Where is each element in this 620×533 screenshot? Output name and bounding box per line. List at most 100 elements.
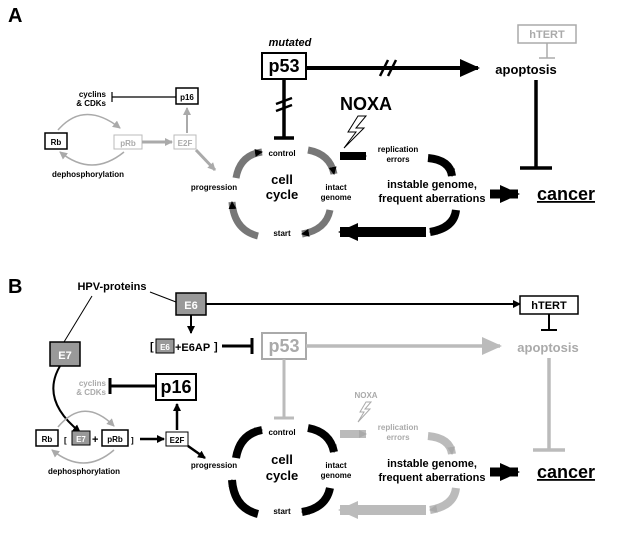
a-rb-box xyxy=(44,132,68,150)
b-p53-box xyxy=(261,332,307,360)
a-rb-label: Rb xyxy=(51,138,62,147)
a-vbreak-2 xyxy=(275,103,293,113)
b-hpv-e7-line xyxy=(63,295,93,343)
b-cycle-arrow-3 xyxy=(301,486,334,516)
b-prb-box xyxy=(101,429,129,447)
a-instable-label: instable genome, xyxy=(387,179,477,191)
a-mutated-label: mutated xyxy=(269,37,312,49)
b-control-label: control xyxy=(268,428,295,437)
a-rb-phos-arrow xyxy=(57,113,121,131)
b-bracket-left: [ xyxy=(150,341,154,353)
b-cycle-label: cycle xyxy=(266,468,299,483)
b-e7-complex-arrow xyxy=(52,365,81,433)
b-replication-label: replication xyxy=(378,423,419,432)
b-errors-label: errors xyxy=(386,433,410,442)
b-errors-instable-arrow xyxy=(427,432,456,455)
a-dephos-arrow xyxy=(59,151,125,166)
b-e2f-label: E2F xyxy=(170,436,185,445)
b-e7-small-label: E7 xyxy=(76,435,86,444)
b-hpv-label: HPV-proteins xyxy=(77,281,146,293)
b-cyclins-label: cyclins xyxy=(79,379,107,388)
b-instable-label: instable genome, xyxy=(387,458,477,470)
a-htert-label: hTERT xyxy=(529,29,565,41)
b-htert-label: hTERT xyxy=(531,300,567,312)
a-genome-label: genome xyxy=(321,193,352,202)
b-e6ap-label: +E6AP xyxy=(175,342,210,354)
a-p16-box xyxy=(175,87,199,105)
a-e2f-label: E2F xyxy=(178,139,193,148)
b-start-label: start xyxy=(273,507,291,516)
a-intact-label: intact xyxy=(325,183,347,192)
b-instable-down-arrow xyxy=(429,487,460,514)
b-e7-small-box xyxy=(71,430,91,446)
b-noxa-label: NOXA xyxy=(354,391,377,400)
a-e2f-box xyxy=(173,134,197,150)
a-e2f-progression-arrow xyxy=(194,148,217,172)
b-cancer-label: cancer xyxy=(537,462,595,482)
b-cycle-arrow-4 xyxy=(228,479,260,518)
b-prb-label: pRb xyxy=(107,435,123,444)
b-bracket2-left: [ xyxy=(64,436,67,445)
b-dephos-arrow xyxy=(51,449,115,464)
a-apoptosis-label: apoptosis xyxy=(495,62,556,77)
b-e2f-box xyxy=(165,431,189,447)
a-cancer-label: cancer xyxy=(537,184,595,204)
a-frequent-label: frequent aberrations xyxy=(379,193,486,205)
b-cell-label: cell xyxy=(271,452,293,467)
a-cell-label: cell xyxy=(271,172,293,187)
b-dephos-label: dephosphorylation xyxy=(48,467,120,476)
b-cycle-arrow-2 xyxy=(307,424,338,454)
a-dephos-label: dephosphorylation xyxy=(52,170,124,179)
a-start-label: start xyxy=(273,229,291,238)
b-apoptosis-label: apoptosis xyxy=(517,340,578,355)
b-e7-label: E7 xyxy=(58,350,71,362)
b-bracket-right: ] xyxy=(214,341,218,353)
b-progression-label: progression xyxy=(191,461,237,470)
b-e7-box xyxy=(49,341,81,367)
a-lightning-icon xyxy=(343,115,368,149)
b-frequent-label: frequent aberrations xyxy=(379,472,486,484)
b-cycle-arrow-1 xyxy=(232,426,263,459)
b-plus-label: + xyxy=(92,434,98,446)
b-bracket2-right: ] xyxy=(131,436,134,445)
a-errors-label: errors xyxy=(386,155,410,164)
a-cycle-arrow-1 xyxy=(232,148,263,179)
b-cdks-label: & CDKs xyxy=(76,388,106,397)
b-rb-phos-arrow xyxy=(57,410,115,428)
a-instable-down-arrow xyxy=(429,209,460,236)
a-cycle-arrow-4 xyxy=(228,201,260,240)
a-p16-label: p16 xyxy=(180,93,194,102)
panel-a-label: A xyxy=(8,5,22,27)
a-p53-label: p53 xyxy=(268,56,299,76)
b-e6-small-label: E6 xyxy=(160,343,170,352)
a-cycle-arrow-3 xyxy=(301,209,334,238)
a-cdks-label: & CDKs xyxy=(76,99,106,108)
b-rb-box xyxy=(35,429,59,447)
b-p16-label: p16 xyxy=(160,377,191,397)
a-noxa-label: NOXA xyxy=(340,94,392,114)
b-hpv-e6-line xyxy=(149,291,177,303)
b-p16-box xyxy=(155,373,197,401)
b-intact-label: intact xyxy=(325,461,347,470)
b-e6-label: E6 xyxy=(184,300,197,312)
a-cycle-label: cycle xyxy=(266,187,299,202)
a-break-1 xyxy=(378,59,390,77)
a-progression-label: progression xyxy=(191,183,237,192)
b-e2f-progression-arrow xyxy=(187,444,206,460)
a-control-label: control xyxy=(268,149,295,158)
a-replication-label: replication xyxy=(378,145,419,154)
a-prb-label: pRb xyxy=(120,139,136,148)
b-p53-label: p53 xyxy=(268,336,299,356)
a-errors-instable-arrow xyxy=(427,154,456,177)
a-vbreak-1 xyxy=(275,96,293,106)
a-break-2 xyxy=(386,59,398,77)
b-lightning-icon xyxy=(357,401,373,423)
b-rb-label: Rb xyxy=(42,435,53,444)
a-cycle-arrow-2 xyxy=(307,146,338,175)
b-e6-small-box xyxy=(155,338,175,354)
b-genome-label: genome xyxy=(321,471,352,480)
panel-b-label: B xyxy=(8,276,22,298)
a-cyclins-label: cyclins xyxy=(79,90,107,99)
